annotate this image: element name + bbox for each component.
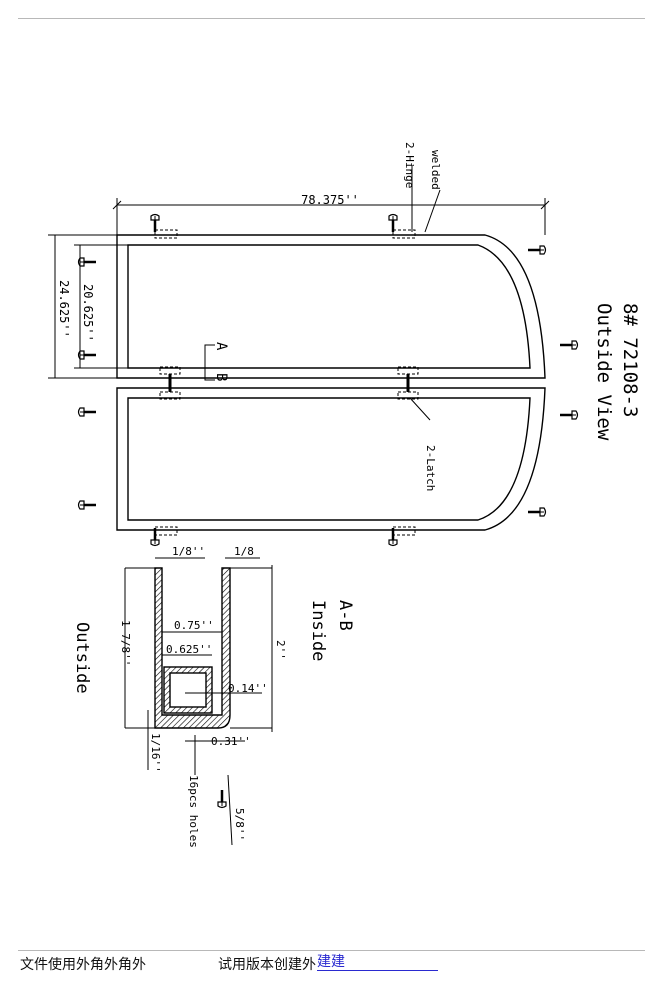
footer-left-text: 文件使用外角外角外 bbox=[20, 957, 146, 973]
holes-note: 16pcs holes bbox=[187, 775, 200, 848]
dim-tube-wall: 0.14'' bbox=[228, 682, 268, 695]
top-divider bbox=[18, 18, 645, 19]
dim-depth-outer: 2'' bbox=[274, 640, 287, 660]
screw-icons bbox=[77, 213, 579, 809]
outer-width-dim: 24.625'' bbox=[57, 280, 71, 338]
dim-width-inner: 0.75'' bbox=[174, 619, 214, 632]
latch-label: 2-Latch bbox=[424, 445, 437, 491]
section-profile bbox=[124, 557, 273, 846]
dim-tube-width: 0.625'' bbox=[166, 643, 212, 656]
dim-base: 1/16'' bbox=[149, 733, 162, 773]
section-marker-a: A bbox=[213, 342, 229, 351]
view-title: Outside View bbox=[593, 303, 615, 441]
dimension-lines bbox=[48, 165, 550, 421]
top-panel bbox=[116, 234, 546, 379]
dim-wall-left: 1/8'' bbox=[172, 545, 205, 558]
footer-trial-text: 试用版本创建外 bbox=[218, 957, 316, 973]
inner-width-dim: 20.625'' bbox=[81, 284, 95, 342]
bottom-panel bbox=[116, 387, 546, 531]
outside-label: Outside bbox=[72, 622, 92, 694]
part-number: 8# 72108-3 bbox=[619, 303, 641, 417]
footer-divider bbox=[18, 950, 645, 951]
footer-link[interactable]: 建建 bbox=[317, 954, 438, 971]
dim-depth-inner: 1-7/8'' bbox=[119, 620, 132, 666]
overall-length-dim: 78.375'' bbox=[301, 193, 359, 207]
dim-hole: 0.31'' bbox=[211, 735, 251, 748]
welded-label: welded bbox=[429, 150, 442, 190]
inside-label: Inside bbox=[308, 600, 328, 661]
section-title: A-B bbox=[335, 600, 355, 631]
section-marker-b: B bbox=[213, 373, 229, 381]
hinge-label: 2-Hinge bbox=[403, 142, 416, 188]
hinges bbox=[154, 229, 419, 536]
dim-screw-length: 5/8'' bbox=[233, 808, 246, 841]
dim-wall-right: 1/8 bbox=[234, 545, 254, 558]
